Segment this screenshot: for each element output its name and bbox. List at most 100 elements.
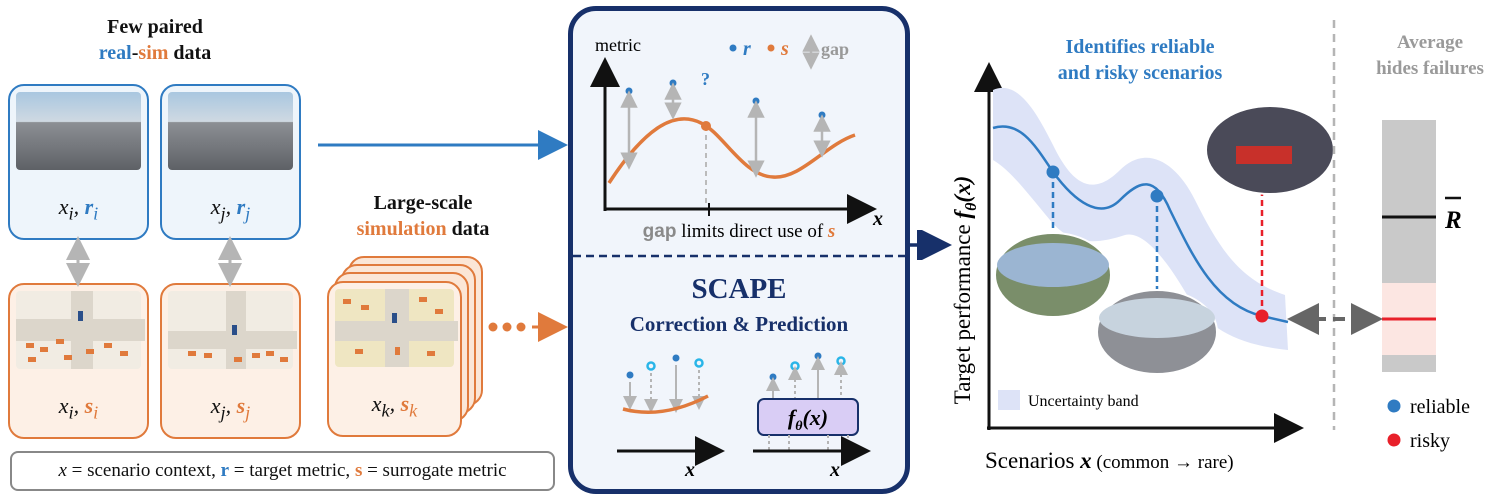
center-to-right-arrow	[907, 230, 952, 260]
average-title-line2: hides failures	[1376, 58, 1484, 79]
prediction-x-label: x	[829, 459, 840, 481]
band-legend-label: Uncertainty band	[1028, 393, 1139, 410]
legend-r-symbol: r	[743, 38, 751, 60]
scenario-photo-sky	[1099, 298, 1215, 338]
real-point	[625, 87, 633, 95]
sub-j: j	[245, 402, 251, 423]
metric-label: metric	[595, 35, 641, 55]
scape-subtitle: Correction & Prediction	[630, 312, 849, 336]
performance-curve	[992, 125, 1289, 324]
scape-panel-svg: metric r s gap x ? gap limits direct use…	[573, 34, 905, 481]
sim-card-j-label: xj, sj	[210, 393, 251, 423]
sub-i: i	[93, 203, 99, 224]
performance-plot: Target performance fθ(x) Uncertainty ban…	[950, 62, 1335, 473]
risky-legend-label: risky	[1410, 430, 1450, 452]
real-point	[769, 373, 777, 381]
legend-r-dot	[729, 44, 737, 52]
x-label-text: Scenarios	[985, 448, 1080, 473]
legend-r-text: = target metric,	[229, 460, 355, 481]
notation-legend: x = scenario context, r = target metric,…	[10, 451, 555, 491]
large-scale-title: Large-scale simulation data	[318, 190, 528, 242]
y-label-theta: θ	[963, 202, 980, 211]
sim-card-i-label: xi, si	[58, 393, 99, 423]
legend-s-symbol: s	[780, 38, 789, 60]
gap-caption-mid: limits direct use of	[676, 221, 827, 242]
sub-j: j	[220, 402, 226, 423]
sim-card-k-label: xk, sk	[371, 391, 418, 421]
var-x: x	[58, 393, 69, 418]
corrected-point	[694, 358, 704, 368]
var-s: s	[84, 393, 94, 418]
var-r: r	[236, 194, 246, 219]
scape-title: SCAPE	[691, 273, 786, 305]
right-title-line1: Identifies reliable	[1065, 36, 1215, 58]
real-point	[814, 352, 822, 360]
var-x: x	[58, 194, 69, 219]
model-label: fθ(x)	[788, 405, 828, 434]
legend-s-text: = surrogate metric	[362, 460, 507, 481]
sub-i: i	[68, 402, 74, 423]
legend-x: x	[58, 460, 67, 481]
average-bar: R	[1287, 120, 1462, 372]
average-rbar: R	[1444, 207, 1462, 234]
var-x: x	[371, 391, 382, 416]
query-mark: ?	[701, 69, 710, 89]
y-label-text: Target performance	[950, 219, 975, 405]
right-divider	[1332, 20, 1336, 430]
flow-arrows-left	[318, 130, 568, 342]
correction-diagram: x	[617, 354, 725, 481]
sub-i: i	[68, 203, 74, 224]
ellipsis-dot	[516, 322, 526, 332]
average-title: Average hides failures	[1360, 30, 1500, 82]
real-card-j-label: xj, rj	[210, 194, 251, 224]
model-f: f	[788, 405, 798, 430]
real-point	[669, 79, 677, 87]
scape-panel: metric r s gap x ? gap limits direct use…	[568, 6, 910, 494]
paired-title-dash: -	[131, 42, 139, 64]
ellipsis-dot	[502, 322, 512, 332]
model-arg: (x)	[802, 405, 828, 430]
paired-title-line1: Few paired	[107, 16, 203, 38]
query-point	[701, 121, 711, 131]
scenario-photo-firetruck	[1236, 146, 1292, 164]
sub-k: k	[409, 400, 418, 421]
sim-card-j: xj, sj	[160, 283, 301, 439]
sim-map-i-svg	[16, 291, 145, 369]
real-card-j: xj, rj	[160, 84, 301, 240]
real-points	[620, 79, 831, 178]
risky-legend-dot	[1387, 433, 1401, 447]
gap-caption-s: s	[827, 221, 835, 242]
real-photo-j	[168, 92, 293, 170]
y-label-f: f	[950, 209, 975, 219]
large-title-line1: Large-scale	[373, 192, 473, 214]
sim-card-i: xi, si	[8, 283, 149, 439]
large-title-simulation: simulation	[356, 218, 447, 240]
real-point	[752, 97, 760, 105]
var-r: r	[84, 194, 94, 219]
average-title-line1: Average	[1396, 32, 1464, 53]
legend-r: r	[220, 460, 230, 481]
paired-title-sim: sim	[138, 42, 169, 64]
gap-caption-gap: gap	[643, 221, 677, 242]
corrected-point	[646, 361, 656, 371]
paired-title-line2: real-sim data	[60, 40, 250, 66]
model-theta: θ	[795, 419, 803, 434]
reliable-legend-dot	[1387, 399, 1401, 413]
sub-j: j	[220, 203, 226, 224]
var-s: s	[400, 391, 410, 416]
sim-map-k-svg	[335, 289, 458, 367]
paired-data-title: Few paired real-sim data	[60, 14, 250, 66]
paired-title-data: data	[173, 42, 212, 64]
real-card-i: xi, ri	[8, 84, 149, 240]
legend-s-dot	[767, 44, 775, 52]
real-card-i-label: xi, ri	[58, 194, 99, 224]
x-label-paren: (common → rare)	[1092, 452, 1234, 473]
sim-map-i	[16, 291, 145, 369]
reliable-point	[1150, 189, 1164, 203]
right-title: Identifies reliable and risky scenarios	[1020, 34, 1260, 86]
right-title-line2: and risky scenarios	[1057, 62, 1223, 84]
sub-k: k	[381, 400, 390, 421]
sub-j: j	[245, 203, 251, 224]
pair-arrows	[66, 236, 242, 287]
large-title-data: data	[451, 218, 490, 240]
